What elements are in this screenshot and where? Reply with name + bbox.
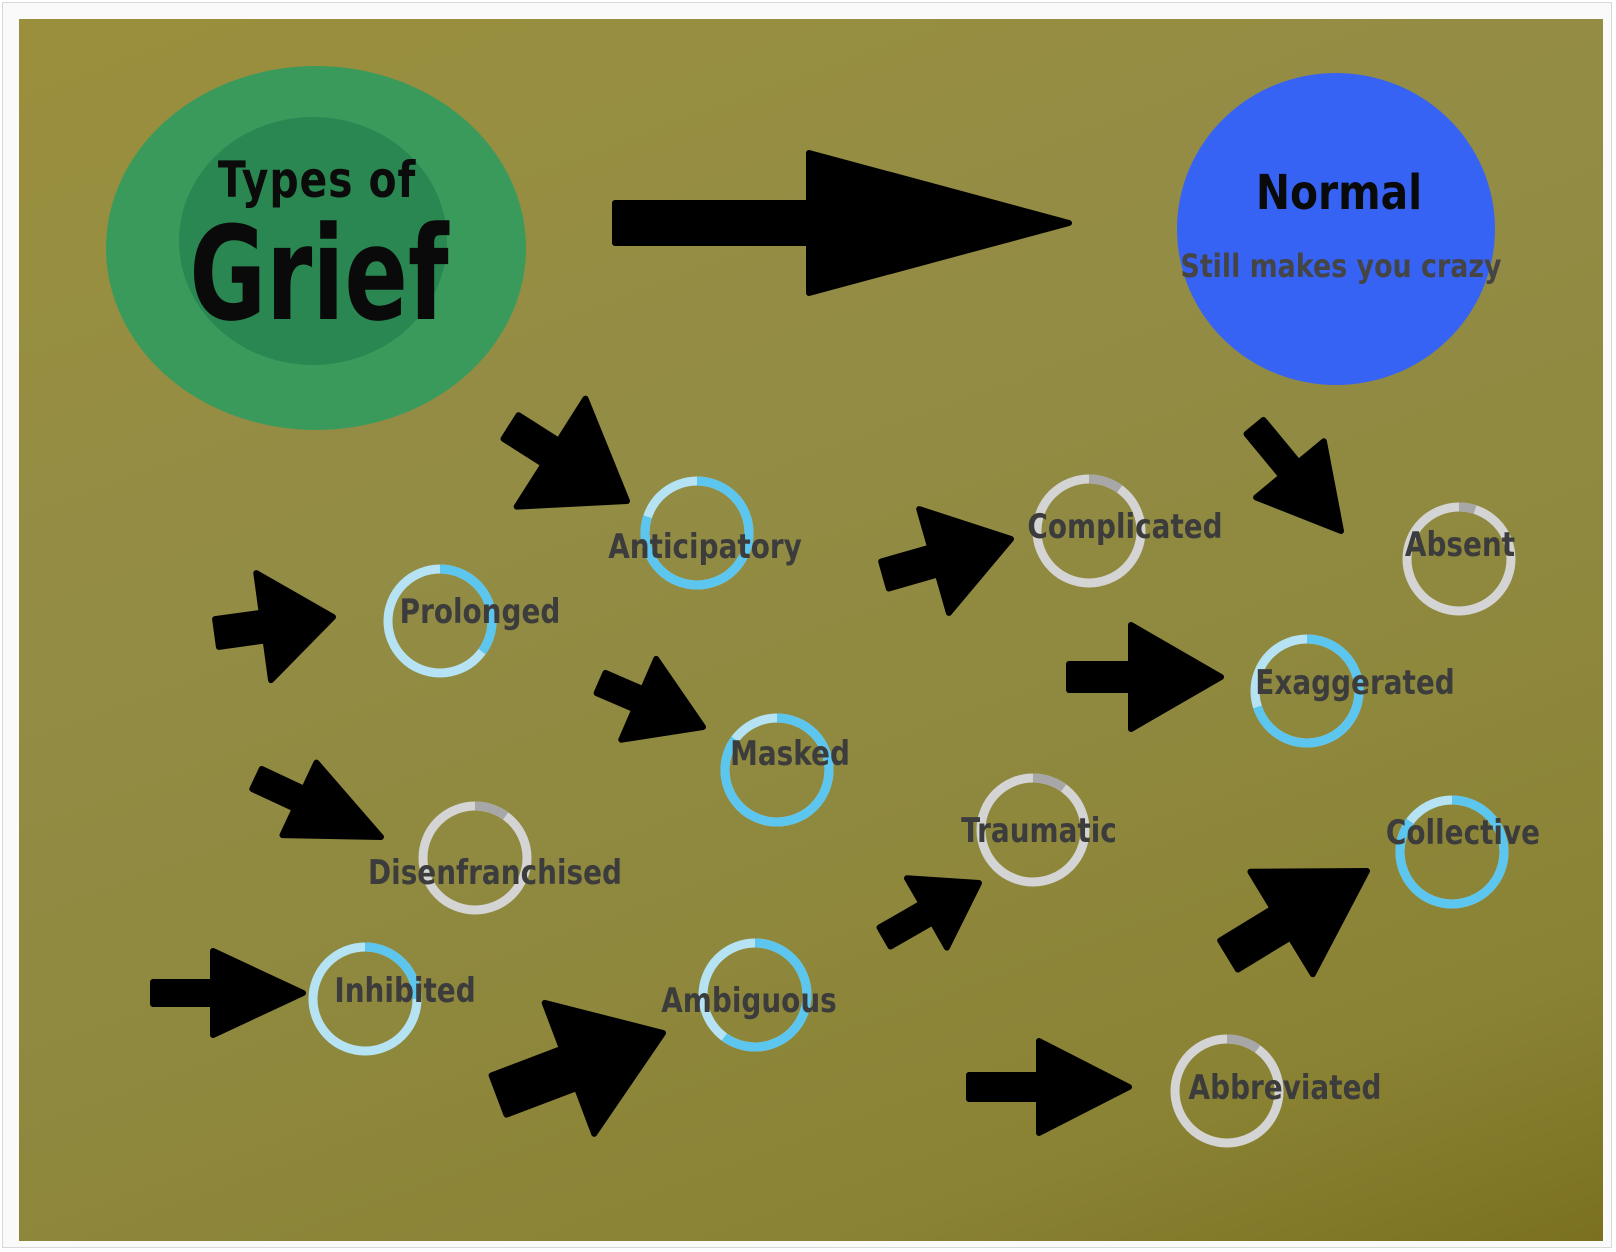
arrow-7 xyxy=(488,999,666,1137)
ring-inhibited xyxy=(308,942,422,1056)
node-label-disenfranchised: Disenfranchised xyxy=(368,853,622,893)
arrow-8 xyxy=(878,506,1014,616)
node-label-exaggerated: Exaggerated xyxy=(1255,663,1455,703)
ring-anticipatory xyxy=(640,476,754,590)
arrow-12 xyxy=(1217,868,1370,978)
ring-collective xyxy=(1395,795,1509,909)
node-label-abbreviated: Abbreviated xyxy=(1188,1068,1382,1108)
ring-exaggerated xyxy=(1250,634,1364,748)
normal-subtitle: Still makes you crazy xyxy=(1180,247,1502,285)
ring-disenfranchised xyxy=(418,801,532,915)
title-inner-circle xyxy=(179,117,447,365)
node-label-anticipatory: Anticipatory xyxy=(608,527,802,567)
diagram-board: Types of Grief Normal Still makes you cr… xyxy=(19,19,1603,1241)
arrow-9 xyxy=(876,875,982,951)
arrow-13 xyxy=(966,1038,1132,1136)
ring-abbreviated xyxy=(1170,1034,1284,1148)
arrow-11 xyxy=(1066,622,1224,732)
arrow-1 xyxy=(612,150,1072,296)
node-label-collective: Collective xyxy=(1385,813,1541,853)
title-line-1: Types of xyxy=(217,151,417,209)
ring-ambiguous xyxy=(698,938,812,1052)
ring-absent xyxy=(1402,502,1516,616)
ring-prolonged xyxy=(383,564,497,678)
node-label-masked: Masked xyxy=(730,734,850,774)
title-line-2: Grief xyxy=(189,198,449,350)
arrow-10 xyxy=(1243,417,1344,534)
arrow-3 xyxy=(212,570,336,684)
arrow-2 xyxy=(500,395,630,510)
arrows-layer xyxy=(150,150,1370,1137)
node-label-absent: Absent xyxy=(1404,525,1516,565)
arrow-5 xyxy=(249,759,384,840)
node-label-ambiguous: Ambiguous xyxy=(661,981,837,1021)
ring-masked xyxy=(720,713,834,827)
node-label-prolonged: Prolonged xyxy=(399,592,561,632)
normal-circle xyxy=(1177,73,1495,385)
node-label-inhibited: Inhibited xyxy=(334,971,476,1011)
node-label-complicated: Complicated xyxy=(1027,507,1223,547)
ring-traumatic xyxy=(976,773,1090,887)
ring-complicated xyxy=(1032,474,1146,588)
rings-layer xyxy=(308,474,1516,1148)
node-label-traumatic: Traumatic xyxy=(961,811,1117,851)
arrow-6 xyxy=(150,948,306,1038)
normal-title: Normal xyxy=(1255,165,1423,221)
arrow-4 xyxy=(593,655,706,743)
